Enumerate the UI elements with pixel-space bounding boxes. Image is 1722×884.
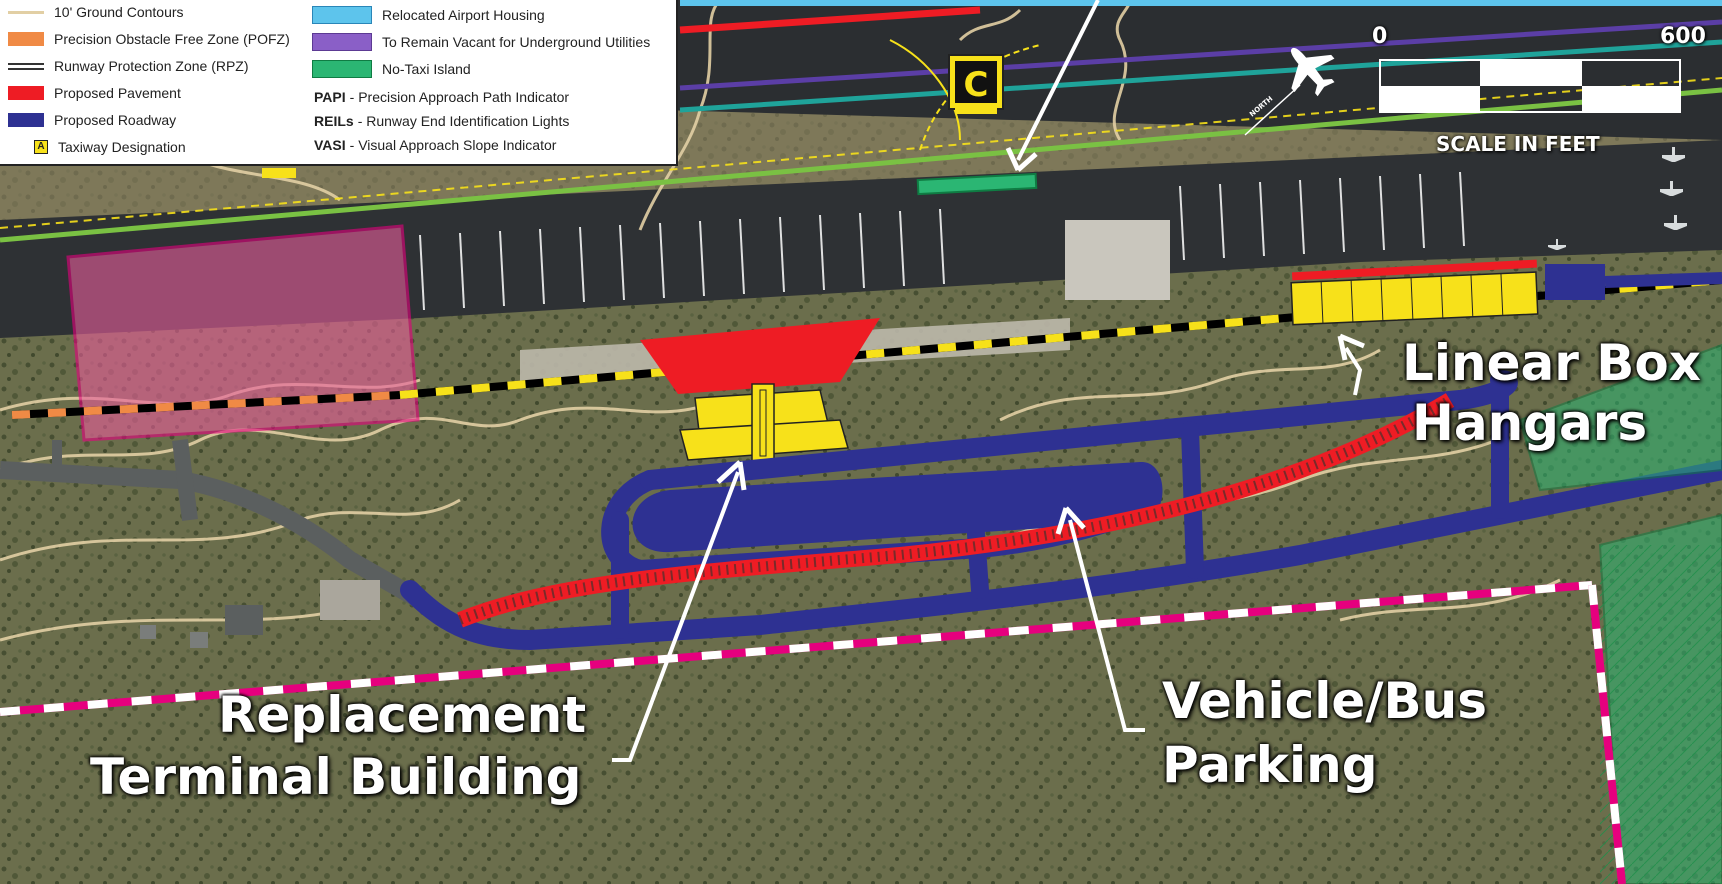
legend-item-contours: 10' Ground Contours bbox=[8, 2, 184, 22]
runway-object-line bbox=[0, 87, 1722, 243]
map-legend: 10' Ground Contours Precision Obstacle F… bbox=[0, 0, 678, 166]
label-linear-box: Linear Box bbox=[1402, 334, 1702, 392]
proposed-roadway-stub bbox=[1545, 264, 1605, 300]
legend-item-roadway: Proposed Roadway bbox=[8, 110, 176, 130]
legend-abbr-vasi: VASI- Visual Approach Slope Indicator bbox=[314, 137, 557, 153]
concrete-pad bbox=[1065, 220, 1170, 300]
legend-item-notaxi: No-Taxi Island bbox=[312, 59, 471, 79]
parking-stalls bbox=[419, 171, 1465, 311]
runway-protection-zone-area bbox=[66, 224, 420, 442]
replacement-terminal-building bbox=[679, 383, 849, 463]
proposed-pavement-pathway bbox=[457, 393, 1455, 628]
north-arrow-icon bbox=[1290, 47, 1335, 97]
legend-item-vacant: To Remain Vacant for Underground Utiliti… bbox=[312, 32, 650, 52]
label-vehicle-bus: Vehicle/Bus bbox=[1162, 672, 1488, 730]
taxiway-designation-c: C bbox=[948, 54, 1004, 110]
taxiway-designation-swatch: A bbox=[34, 140, 48, 154]
housing-swatch bbox=[312, 6, 372, 24]
relocated-housing-area-east bbox=[1518, 343, 1722, 492]
existing-buildings bbox=[52, 440, 380, 648]
roadway-swatch bbox=[8, 113, 44, 127]
linear-box-hangars bbox=[1290, 271, 1539, 326]
utility-line-purple bbox=[679, 19, 1722, 91]
proposed-pavement-terminal bbox=[640, 318, 880, 394]
legend-abbr-papi: PAPI- Precision Approach Path Indicator bbox=[314, 89, 570, 105]
pofz-swatch bbox=[8, 32, 44, 46]
no-taxi-island bbox=[916, 172, 1038, 196]
callout-arrows bbox=[612, 0, 1365, 762]
label-replacement: Replacement bbox=[218, 686, 587, 744]
pavement-edge-red bbox=[679, 6, 981, 34]
scale-end-label: 600 bbox=[1660, 24, 1706, 49]
label-parking: Parking bbox=[1162, 736, 1378, 794]
taxiway-sign-letter: C bbox=[964, 65, 989, 105]
utility-line-teal bbox=[679, 39, 1722, 113]
notaxi-swatch bbox=[312, 60, 372, 78]
scale-bar bbox=[1379, 59, 1681, 113]
parked-aircraft bbox=[1548, 147, 1687, 250]
rpz-swatch bbox=[8, 62, 44, 70]
vacant-swatch bbox=[312, 33, 372, 51]
scale-start-label: 0 bbox=[1372, 24, 1388, 49]
label-terminal-building: Terminal Building bbox=[90, 748, 582, 806]
legend-item-housing: Relocated Airport Housing bbox=[312, 5, 545, 25]
contour-swatch bbox=[8, 10, 44, 14]
legend-item-pofz: Precision Obstacle Free Zone (POFZ) bbox=[8, 29, 290, 49]
pavement-swatch bbox=[8, 86, 44, 100]
legend-item-rpz: Runway Protection Zone (RPZ) bbox=[8, 56, 249, 76]
proposed-pavement-hangars bbox=[1291, 259, 1538, 281]
label-hangars: Hangars bbox=[1412, 394, 1648, 452]
legend-item-pavement: Proposed Pavement bbox=[8, 83, 181, 103]
rpz-boundary bbox=[0, 581, 1626, 884]
scale-caption: SCALE IN FEET bbox=[1436, 132, 1600, 156]
vehicle-bus-parking-lot bbox=[632, 461, 1163, 553]
relocated-housing-strip bbox=[680, 0, 1722, 6]
legend-abbr-reils: REILs- Runway End Identification Lights bbox=[314, 113, 570, 129]
